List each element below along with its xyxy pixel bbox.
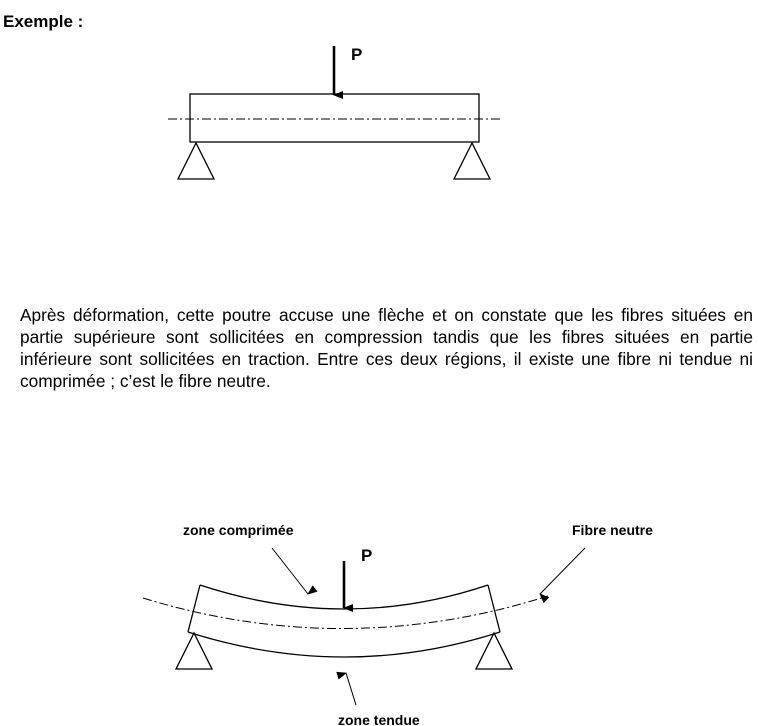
beam bbox=[189, 93, 480, 143]
neutral-fiber-pointer bbox=[539, 547, 586, 604]
bent-beam-right-end bbox=[487, 584, 501, 633]
left-support bbox=[176, 141, 216, 180]
neutral-fiber-label: Fibre neutre bbox=[572, 522, 653, 538]
tension-zone-pointer bbox=[336, 671, 357, 706]
right-support bbox=[474, 631, 514, 670]
compressed-zone-label: zone comprimée bbox=[183, 522, 294, 538]
right-support bbox=[452, 141, 492, 180]
bent-beam-bottom-edge bbox=[187, 631, 501, 658]
neutral-fiber-curve bbox=[142, 595, 549, 629]
load-label: P bbox=[351, 45, 362, 64]
load-label: P bbox=[361, 546, 372, 565]
compressed-zone-pointer bbox=[271, 547, 318, 595]
section-heading: Exemple : bbox=[3, 12, 84, 31]
explanation-paragraph: Après déformation, cette poutre accuse u… bbox=[20, 305, 753, 391]
bent-beam-left-end bbox=[187, 584, 201, 633]
beam-diagram-undeformed: P bbox=[168, 45, 500, 180]
beam-diagram-deformed: P zone comprimée Fibre neutre zone tendu… bbox=[142, 522, 653, 726]
left-support bbox=[174, 631, 214, 670]
tension-zone-label: zone tendue bbox=[338, 712, 420, 726]
